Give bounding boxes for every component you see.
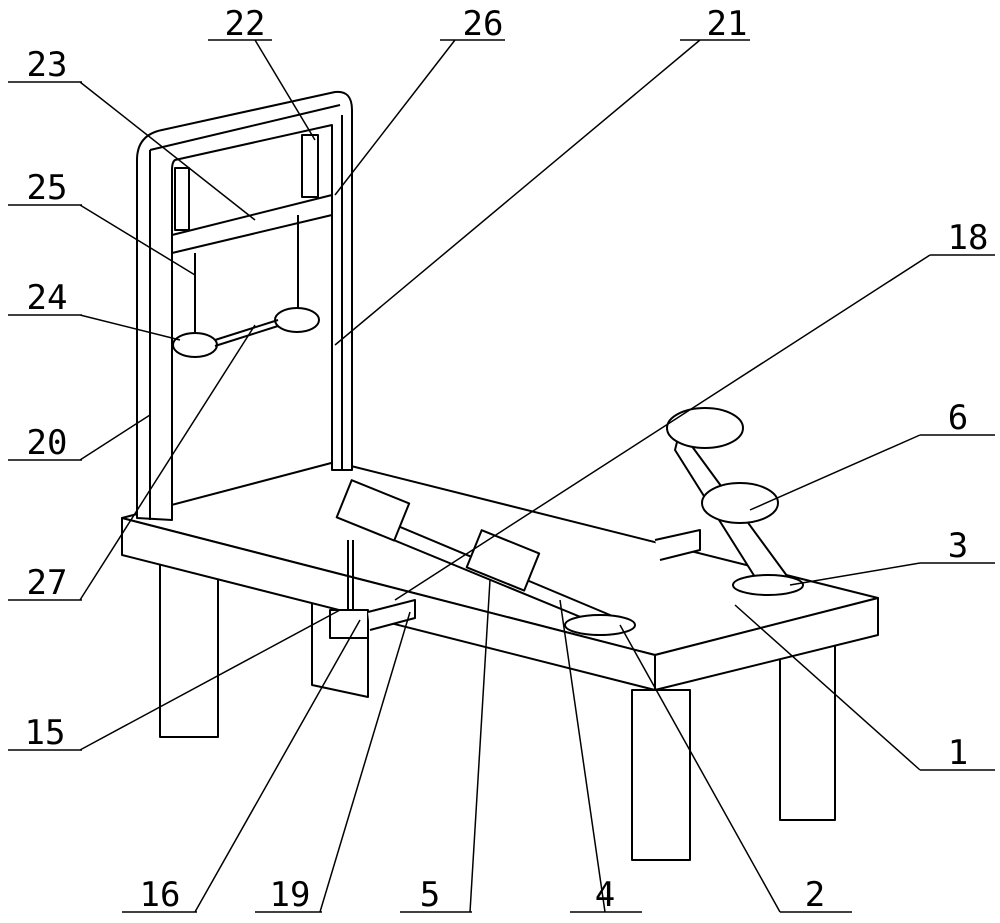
label-3: 3 [948, 529, 968, 563]
label-19: 19 [270, 878, 311, 912]
label-16: 16 [140, 878, 181, 912]
label-24: 24 [27, 281, 68, 315]
label-20: 20 [27, 426, 68, 460]
label-6: 6 [948, 401, 968, 435]
label-21: 21 [707, 7, 748, 41]
label-27: 27 [27, 566, 68, 600]
frame [137, 92, 352, 520]
label-26: 26 [463, 7, 504, 41]
label-15: 15 [25, 716, 66, 750]
label-4: 4 [595, 878, 615, 912]
label-23: 23 [27, 48, 68, 82]
label-25: 25 [27, 171, 68, 205]
label-1: 1 [948, 736, 968, 770]
label-18: 18 [948, 221, 989, 255]
label-2: 2 [805, 878, 825, 912]
label-5: 5 [420, 878, 440, 912]
label-22: 22 [225, 7, 266, 41]
